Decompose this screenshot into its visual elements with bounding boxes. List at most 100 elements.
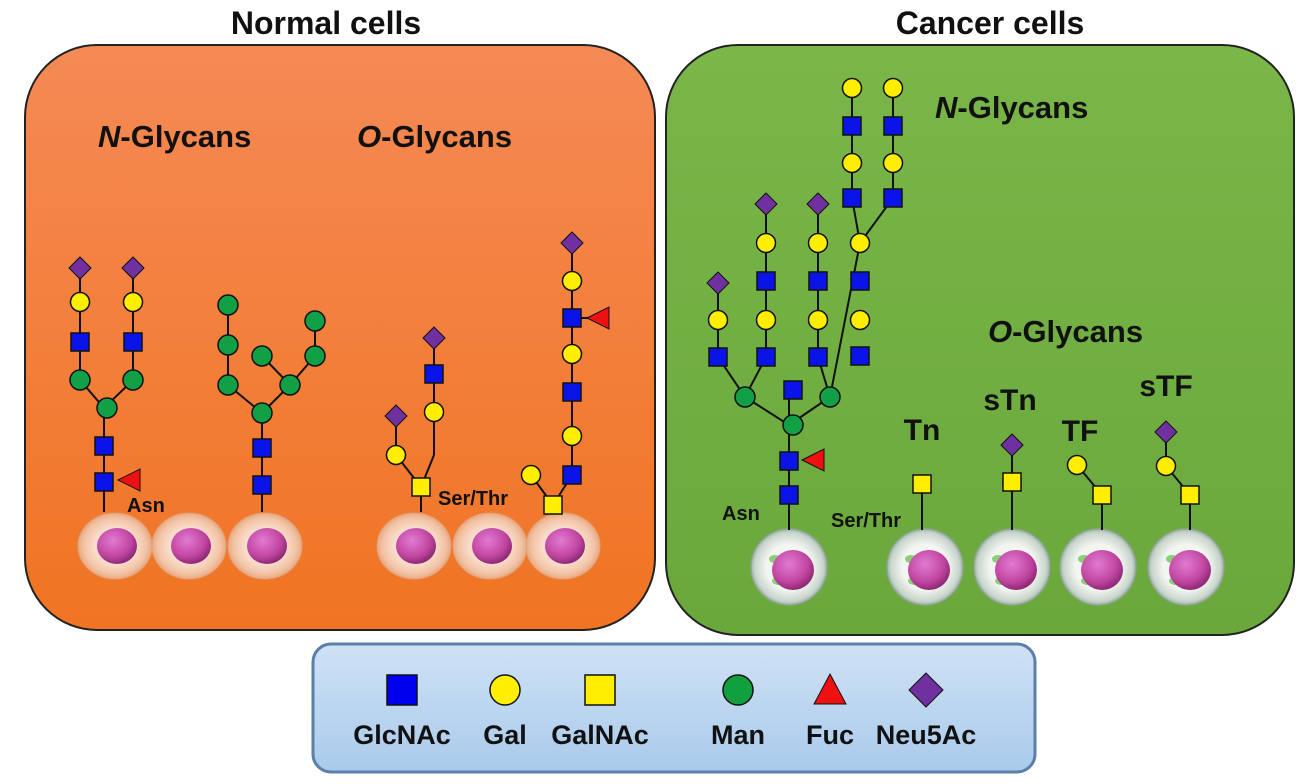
galnac-icon xyxy=(912,474,932,494)
gal-icon xyxy=(882,152,904,174)
man-icon xyxy=(69,369,91,391)
glcnac-icon xyxy=(779,485,799,505)
glcnac-icon xyxy=(850,346,870,366)
gal-icon xyxy=(520,464,542,486)
cancer-cell xyxy=(973,528,1051,606)
fuc-icon xyxy=(800,448,825,472)
normal-cell xyxy=(452,512,528,580)
legend-label: GlcNAc xyxy=(353,720,451,750)
man-icon xyxy=(251,402,273,424)
normal-cells-title: Normal cells xyxy=(231,5,421,41)
cell-nucleus xyxy=(247,528,287,564)
legend-label: GalNAc xyxy=(551,720,649,750)
cancer-o-glycans-italic: O xyxy=(988,314,1012,349)
cancer-cell xyxy=(1147,528,1225,606)
glcnac-icon xyxy=(808,347,828,367)
glcnac-icon xyxy=(562,382,582,402)
gal-icon xyxy=(489,674,521,706)
normal-cell xyxy=(77,512,153,580)
cancer-n-glycans-label: N-Glycans xyxy=(935,90,1088,125)
man-icon xyxy=(122,369,144,391)
legend-box xyxy=(311,642,1037,774)
legend-label: Fuc xyxy=(806,720,854,750)
legend-label: Man xyxy=(711,720,765,750)
gal-icon xyxy=(561,270,583,292)
man-icon xyxy=(279,374,301,396)
fuc-icon xyxy=(813,672,847,705)
glcnac-icon xyxy=(842,188,862,208)
glcnac-icon xyxy=(70,332,90,352)
legend-label: Gal xyxy=(483,720,527,750)
cancer-cell xyxy=(750,528,828,606)
normal-cell xyxy=(151,512,227,580)
cell-nucleus xyxy=(171,528,211,564)
glcnac-icon xyxy=(850,271,870,291)
normal-cell xyxy=(376,512,452,580)
cell-nucleus xyxy=(1081,550,1123,590)
neu5ac-icon xyxy=(1000,433,1024,457)
cancer-cells-panel xyxy=(665,44,1295,636)
neu5ac-icon xyxy=(706,271,730,295)
gal-icon xyxy=(841,152,863,174)
cancer-cell xyxy=(886,528,964,606)
cell-nucleus xyxy=(396,528,436,564)
man-icon xyxy=(782,414,804,436)
normal-o-glycans-italic: O xyxy=(357,119,381,154)
gal-icon xyxy=(849,309,871,331)
man-icon xyxy=(217,374,239,396)
galnac-icon xyxy=(1092,485,1112,505)
cancer-n-glycans-italic: N xyxy=(935,90,958,125)
legend-entries: GlcNAc Gal GalNAc Man Fuc Neu5Ac xyxy=(353,672,976,750)
gal-icon xyxy=(1155,455,1177,477)
cancer-o-glycans-label: O-Glycans xyxy=(988,314,1143,349)
cell-nucleus xyxy=(995,550,1037,590)
glyph-layer xyxy=(68,77,1200,515)
neu5ac-icon xyxy=(384,404,408,428)
glcnac-icon xyxy=(808,271,828,291)
glcnac-icon xyxy=(562,308,582,328)
cancer-n-glycans-rest: -Glycans xyxy=(957,90,1088,125)
antigen-label-stf: sTF xyxy=(1139,370,1192,403)
gal-icon xyxy=(707,309,729,331)
man-icon xyxy=(304,310,326,332)
cancer-ser-thr-label: Ser/Thr xyxy=(831,510,901,532)
normal-ser-thr-label: Ser/Thr xyxy=(438,488,508,510)
gal-icon xyxy=(755,309,777,331)
fuc-icon xyxy=(116,468,141,492)
glcnac-icon xyxy=(562,465,582,485)
glcnac-icon xyxy=(94,472,114,492)
glcnac-icon xyxy=(252,438,272,458)
cell-nucleus xyxy=(545,528,585,564)
man-icon xyxy=(819,386,841,408)
glcnac-icon xyxy=(386,674,418,706)
glcnac-icon xyxy=(756,347,776,367)
galnac-icon xyxy=(1002,472,1022,492)
normal-n-glycans-italic: N xyxy=(98,119,121,154)
cell-nucleus xyxy=(772,550,814,590)
neu5ac-icon xyxy=(806,192,830,216)
gal-icon xyxy=(807,309,829,331)
galnac-icon xyxy=(543,495,563,515)
antigen-label-tn: Tn xyxy=(904,414,941,447)
gal-icon xyxy=(561,425,583,447)
cancer-cell xyxy=(1059,528,1137,606)
normal-o-glycans-label: O-Glycans xyxy=(357,119,512,154)
fuc-icon xyxy=(585,306,610,330)
glcnac-icon xyxy=(883,188,903,208)
gal-icon xyxy=(69,291,91,313)
legend-item: GlcNAc xyxy=(353,674,451,750)
gal-icon xyxy=(385,444,407,466)
glycosidic-bond xyxy=(829,242,861,398)
legend-item: Neu5Ac xyxy=(876,672,976,750)
legend-item: Fuc xyxy=(806,672,854,750)
cells-layer xyxy=(77,512,1225,606)
legend-item: GalNAc xyxy=(551,674,649,750)
man-icon xyxy=(251,345,273,367)
neu5ac-icon xyxy=(560,231,584,255)
legend-item: Gal xyxy=(483,674,527,750)
man-icon xyxy=(734,386,756,408)
man-icon xyxy=(304,345,326,367)
gal-icon xyxy=(561,343,583,365)
cancer-cells-title: Cancer cells xyxy=(896,5,1085,41)
